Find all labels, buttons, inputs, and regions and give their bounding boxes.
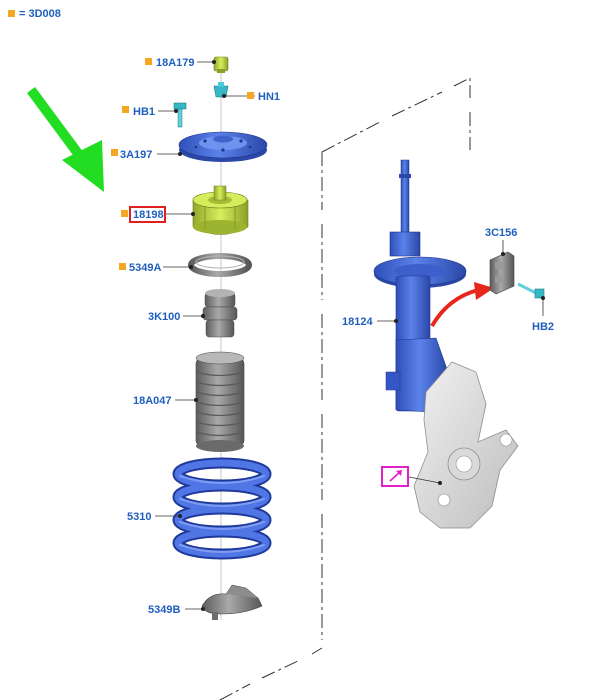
part-5349B-insulator <box>201 584 263 620</box>
marker-18A179 <box>145 58 152 65</box>
part-5349A-insulator <box>188 253 252 277</box>
label-HB2[interactable]: HB2 <box>532 321 554 333</box>
highlight-box-18198 <box>129 206 166 223</box>
green-arrow-icon <box>27 87 104 192</box>
part-18A047-dust-boot <box>195 351 245 452</box>
part-3A197-top-mount <box>178 131 268 162</box>
part-HB2-bolt <box>517 282 545 299</box>
label-HB1[interactable]: HB1 <box>133 106 155 118</box>
label-3K100[interactable]: 3K100 <box>148 311 180 323</box>
legend: = 3D008 <box>8 8 61 20</box>
marker-HN1 <box>247 92 254 99</box>
part-HN1-nut <box>213 82 229 98</box>
leader-dots <box>174 60 545 611</box>
zoom-callout-icon <box>381 466 409 487</box>
marker-HB1 <box>122 106 129 113</box>
part-5310-coil-spring <box>172 457 272 560</box>
marker-18198 <box>121 210 128 217</box>
part-18198-bearing <box>192 185 249 235</box>
label-5349A[interactable]: 5349A <box>129 262 161 274</box>
part-18A179-nut <box>213 56 229 73</box>
legend-marker-icon <box>8 10 15 17</box>
part-3C156-bracket <box>489 251 515 295</box>
label-18124[interactable]: 18124 <box>342 316 373 328</box>
marker-5349A <box>119 263 126 270</box>
label-HN1[interactable]: HN1 <box>258 91 280 103</box>
label-3A197[interactable]: 3A197 <box>120 149 152 161</box>
part-HB1-bolt <box>173 102 187 128</box>
label-3C156[interactable]: 3C156 <box>485 227 517 239</box>
label-5310[interactable]: 5310 <box>127 511 151 523</box>
legend-text: = 3D008 <box>19 8 61 20</box>
leader-lines <box>155 61 544 610</box>
part-3K100-bump-stop <box>202 289 238 338</box>
part-knuckle <box>413 361 519 529</box>
part-18124-strut <box>373 159 467 413</box>
red-curved-arrow-icon <box>430 282 494 328</box>
marker-3A197 <box>111 149 118 156</box>
phantom-frame <box>219 77 471 700</box>
label-5349B[interactable]: 5349B <box>148 604 180 616</box>
label-18A179[interactable]: 18A179 <box>156 57 195 69</box>
label-18A047[interactable]: 18A047 <box>133 395 172 407</box>
label-18198[interactable]: 18198 <box>133 209 164 221</box>
